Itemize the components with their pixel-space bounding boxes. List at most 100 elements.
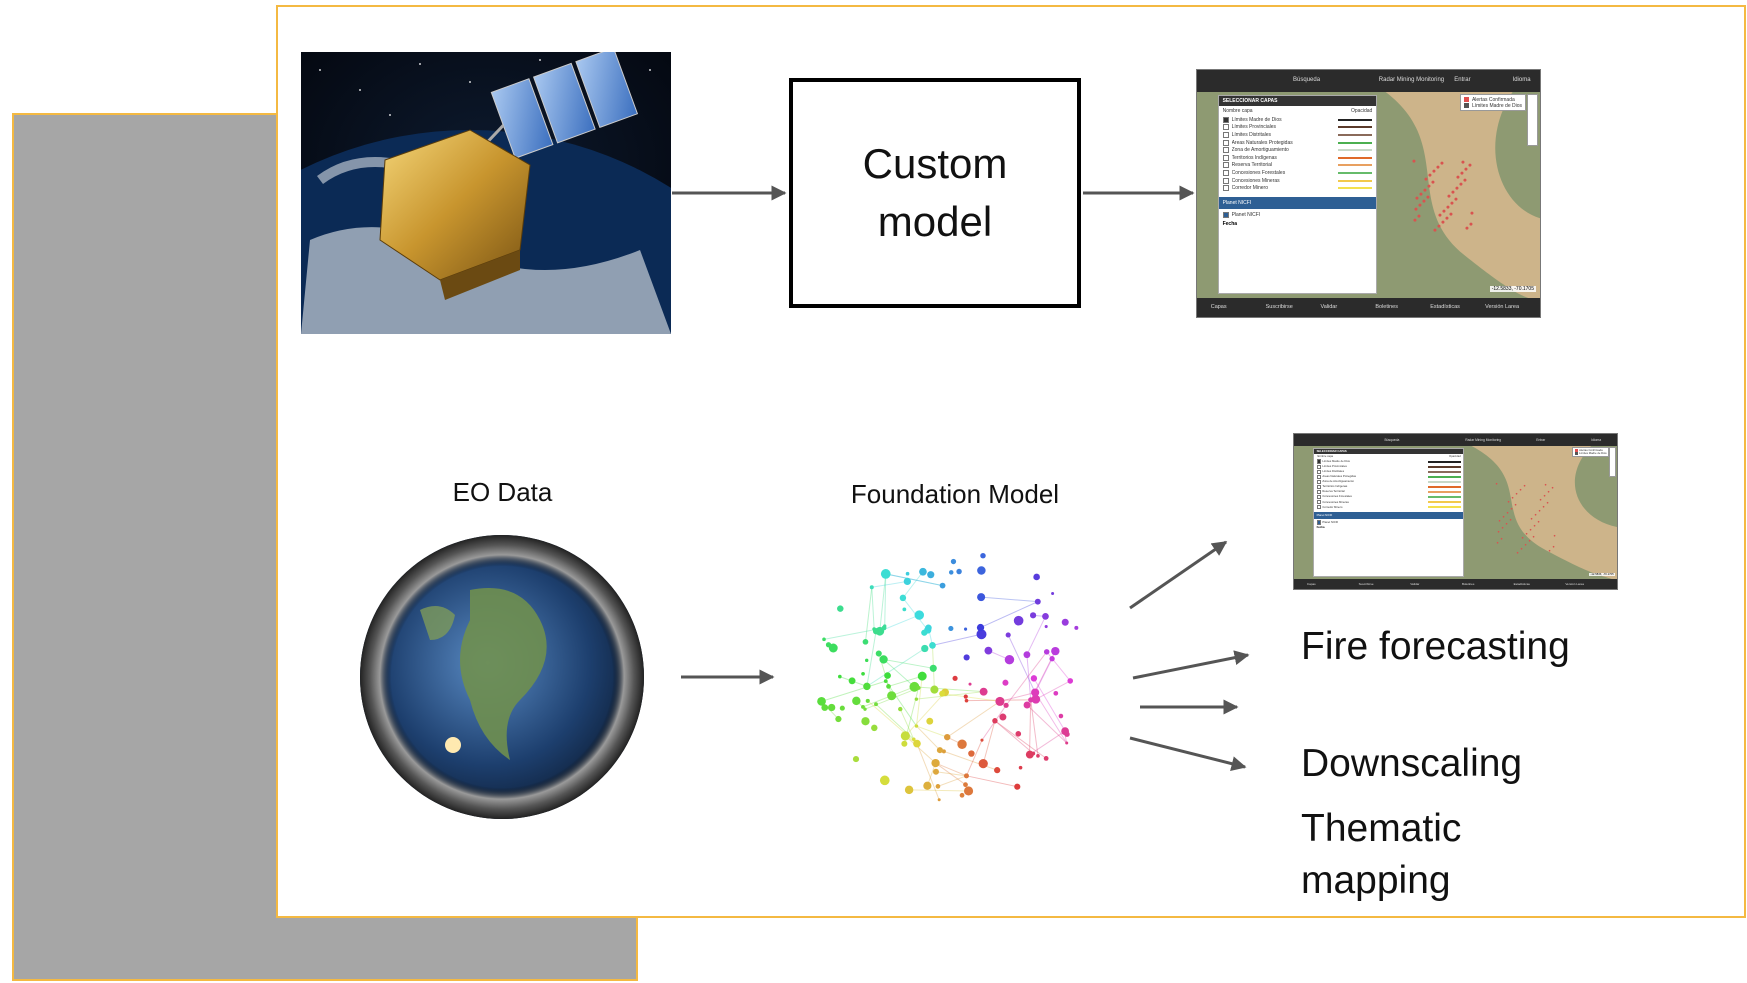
network-node bbox=[976, 629, 987, 640]
layer-checkbox[interactable] bbox=[1222, 131, 1229, 138]
opacity-slider[interactable] bbox=[1428, 501, 1461, 504]
alert-point bbox=[1528, 539, 1531, 542]
bottom-tab-4[interactable]: Estadísticas bbox=[1430, 303, 1460, 310]
opacity-slider[interactable] bbox=[1428, 490, 1461, 493]
layer-checkbox[interactable] bbox=[1316, 494, 1321, 500]
opacity-slider[interactable] bbox=[1338, 149, 1373, 152]
bottom-tab-0[interactable]: Capas bbox=[1210, 303, 1227, 310]
layer-checkbox[interactable] bbox=[1222, 185, 1229, 192]
layer-checkbox[interactable] bbox=[1222, 177, 1229, 184]
language-selector[interactable]: Idioma bbox=[1591, 437, 1602, 442]
layer-row[interactable]: Límites Madre de Dios bbox=[1219, 116, 1377, 124]
layer-row[interactable]: Áreas Naturales Protegidas bbox=[1219, 139, 1377, 147]
brand-name[interactable]: Radar Mining Monitoring bbox=[1378, 76, 1445, 83]
group-layer-row[interactable]: Planet NICFI bbox=[1219, 209, 1377, 221]
layer-checkbox[interactable] bbox=[1222, 211, 1229, 218]
bottom-tab-2[interactable]: Validar bbox=[1320, 303, 1338, 310]
opacity-slider[interactable] bbox=[1428, 480, 1461, 483]
layer-row[interactable]: Áreas Naturales Protegidas bbox=[1314, 474, 1463, 479]
opacity-slider[interactable] bbox=[1338, 141, 1373, 144]
login-link[interactable]: Entrar bbox=[1536, 437, 1546, 442]
bottom-tab-5[interactable]: Versión Larea bbox=[1565, 581, 1584, 586]
network-node bbox=[879, 775, 890, 786]
selected-layer-group[interactable]: Planet NICFI bbox=[1314, 512, 1463, 519]
layer-row[interactable]: Corredor Minero bbox=[1314, 505, 1463, 510]
layer-row[interactable]: Concesiones Forestales bbox=[1314, 494, 1463, 500]
language-selector[interactable]: Idioma bbox=[1512, 76, 1531, 83]
opacity-slider[interactable] bbox=[1338, 179, 1373, 182]
network-node bbox=[994, 767, 1001, 774]
layer-row[interactable]: Límites Provinciales bbox=[1314, 464, 1463, 469]
search-link[interactable]: Búsqueda bbox=[1384, 437, 1400, 442]
layer-checkbox[interactable] bbox=[1222, 162, 1229, 169]
opacity-slider[interactable] bbox=[1428, 485, 1461, 488]
opacity-slider[interactable] bbox=[1428, 495, 1461, 498]
layer-checkbox[interactable] bbox=[1316, 464, 1321, 469]
opacity-slider[interactable] bbox=[1338, 187, 1373, 190]
layer-row[interactable]: Territorios Indígenas bbox=[1314, 484, 1463, 489]
group-layer-row[interactable]: Planet NICFI bbox=[1314, 519, 1463, 526]
opacity-slider[interactable] bbox=[1338, 164, 1373, 167]
opacity-slider[interactable] bbox=[1338, 126, 1373, 129]
layer-checkbox[interactable] bbox=[1222, 169, 1229, 176]
selected-layer-group[interactable]: Planet NICFI bbox=[1218, 196, 1377, 209]
layer-row[interactable]: Límites Distritales bbox=[1219, 131, 1377, 139]
layer-row[interactable]: Límites Distritales bbox=[1314, 469, 1463, 474]
bottom-tab-1[interactable]: Suscribirse bbox=[1358, 581, 1374, 586]
map-zoom-controls[interactable] bbox=[1527, 94, 1538, 146]
layer-checkbox[interactable] bbox=[1316, 520, 1321, 525]
opacity-slider[interactable] bbox=[1338, 118, 1373, 121]
bottom-tab-2[interactable]: Validar bbox=[1410, 581, 1420, 586]
layer-checkbox[interactable] bbox=[1222, 116, 1229, 123]
layer-checkbox[interactable] bbox=[1316, 489, 1321, 495]
bottom-tab-4[interactable]: Estadísticas bbox=[1513, 581, 1530, 586]
opacity-slider[interactable] bbox=[1338, 133, 1373, 136]
network-edge bbox=[916, 691, 984, 700]
alert-point bbox=[1532, 535, 1535, 538]
layer-checkbox[interactable] bbox=[1316, 479, 1321, 484]
layer-checkbox[interactable] bbox=[1316, 459, 1321, 464]
layer-row[interactable]: Concesiones Mineras bbox=[1314, 499, 1463, 505]
layer-checkbox[interactable] bbox=[1222, 139, 1229, 146]
brand-name[interactable]: Radar Mining Monitoring bbox=[1465, 437, 1502, 442]
layer-row[interactable]: Concesiones Mineras bbox=[1219, 177, 1377, 185]
legend-item: Límites Madre de Dios bbox=[1463, 103, 1522, 109]
network-node bbox=[978, 759, 988, 769]
layer-row[interactable]: Corredor Minero bbox=[1219, 184, 1377, 192]
layer-row[interactable]: Reserva Territorial bbox=[1219, 162, 1377, 170]
bottom-tab-3[interactable]: Boletines bbox=[1461, 581, 1475, 586]
search-link[interactable]: Búsqueda bbox=[1293, 76, 1321, 83]
opacity-slider[interactable] bbox=[1338, 171, 1373, 174]
layer-name: Planet NICFI bbox=[1231, 211, 1261, 218]
layer-checkbox[interactable] bbox=[1316, 499, 1321, 505]
opacity-slider[interactable] bbox=[1428, 470, 1461, 473]
opacity-slider[interactable] bbox=[1428, 475, 1461, 478]
bottom-tab-5[interactable]: Versión Larea bbox=[1485, 303, 1520, 310]
bottom-tab-1[interactable]: Suscribirse bbox=[1265, 303, 1293, 310]
opacity-slider[interactable] bbox=[1428, 465, 1461, 468]
layer-row[interactable]: Reserva Territorial bbox=[1314, 489, 1463, 495]
layer-row[interactable]: Límites Madre de Dios bbox=[1314, 459, 1463, 464]
login-link[interactable]: Entrar bbox=[1454, 76, 1471, 83]
map-zoom-controls[interactable] bbox=[1608, 447, 1616, 477]
layer-row[interactable]: Concesiones Forestales bbox=[1219, 169, 1377, 177]
bottom-tab-0[interactable]: Capas bbox=[1306, 581, 1316, 586]
network-node bbox=[1074, 625, 1079, 630]
layer-checkbox[interactable] bbox=[1222, 147, 1229, 154]
layer-row[interactable]: Zona de Amortiguamiento bbox=[1219, 146, 1377, 154]
layer-checkbox[interactable] bbox=[1222, 154, 1229, 161]
alert-point bbox=[1542, 505, 1545, 508]
layer-checkbox[interactable] bbox=[1316, 469, 1321, 474]
bottom-tab-3[interactable]: Boletines bbox=[1375, 303, 1398, 310]
layer-row[interactable]: Límites Provinciales bbox=[1219, 124, 1377, 132]
opacity-slider[interactable] bbox=[1338, 156, 1373, 159]
layer-checkbox[interactable] bbox=[1222, 124, 1229, 131]
opacity-slider[interactable] bbox=[1428, 460, 1461, 463]
layer-checkbox[interactable] bbox=[1316, 484, 1321, 489]
layer-checkbox[interactable] bbox=[1316, 474, 1321, 479]
layer-row[interactable]: Zona de Amortiguamiento bbox=[1314, 479, 1463, 484]
layer-checkbox[interactable] bbox=[1316, 505, 1321, 510]
network-node bbox=[977, 593, 986, 602]
layer-row[interactable]: Territorios Indígenas bbox=[1219, 154, 1377, 162]
opacity-slider[interactable] bbox=[1428, 506, 1461, 509]
